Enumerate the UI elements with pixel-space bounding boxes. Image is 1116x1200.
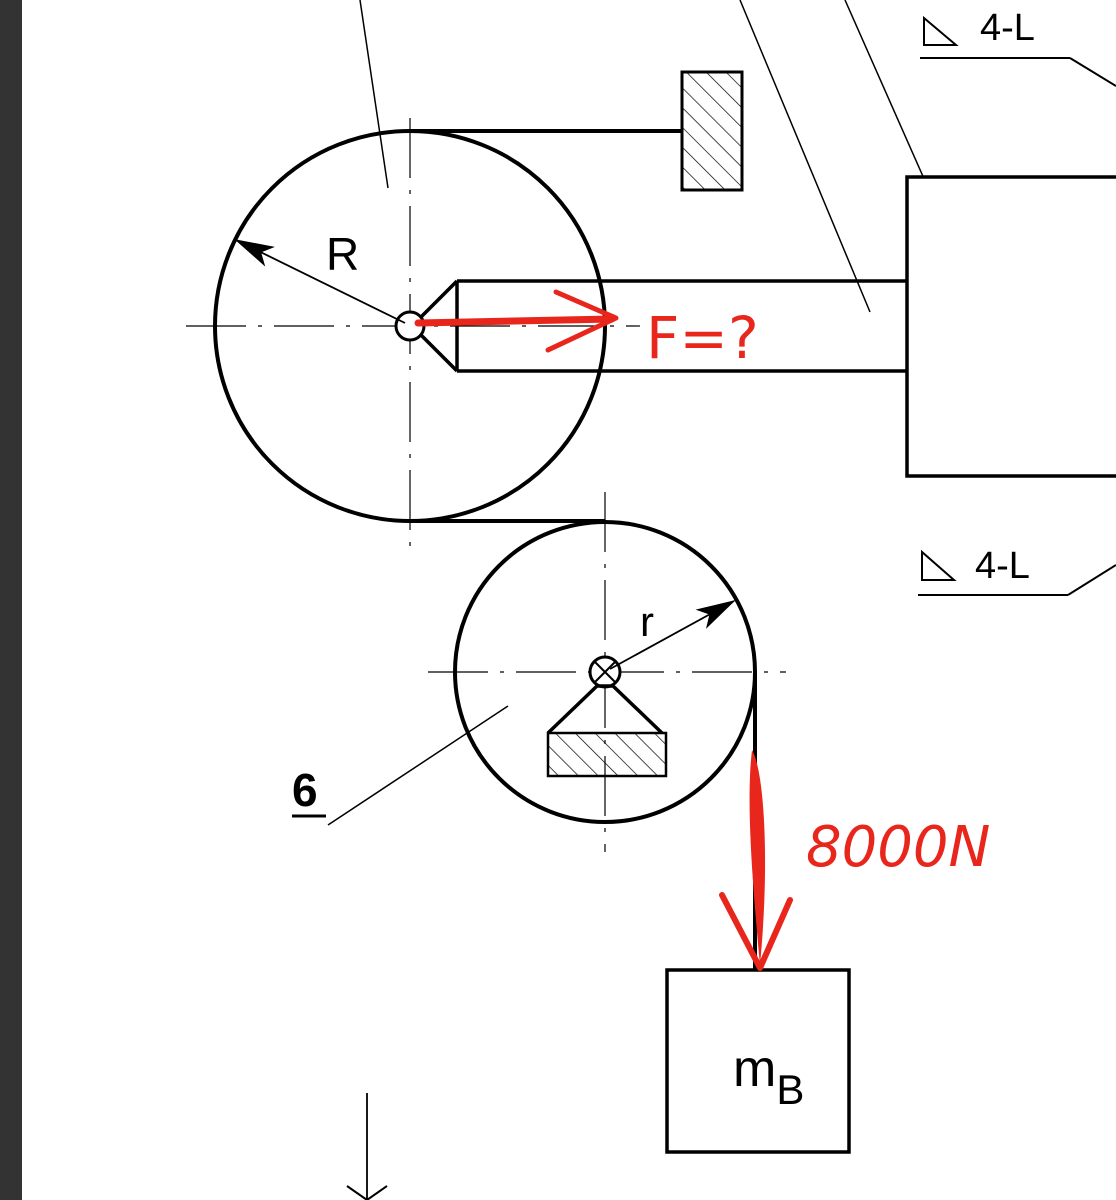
weld-label-top: 4-L bbox=[980, 7, 1035, 49]
load-arrow-line bbox=[749, 750, 766, 965]
window-left-edge bbox=[0, 0, 22, 1200]
radius-label-R: R bbox=[326, 228, 359, 280]
weld-triangle-icon bbox=[921, 549, 957, 581]
force-label: F=? bbox=[646, 304, 759, 372]
radius-R-arrow bbox=[234, 239, 406, 324]
weld-label-bottom: 4-L bbox=[975, 545, 1030, 587]
weld-triangle-icon bbox=[923, 15, 959, 46]
wall-support bbox=[680, 70, 744, 192]
weld-symbol-bottom bbox=[918, 549, 1116, 596]
load-arrow-head bbox=[719, 892, 793, 971]
housing-block bbox=[905, 175, 1116, 478]
leader-line-drum bbox=[359, 0, 389, 189]
force-arrow-line bbox=[414, 315, 616, 327]
leader-line-part-6 bbox=[327, 705, 509, 826]
leader-line-shaft bbox=[739, 0, 871, 313]
bottom-arrow-head bbox=[346, 1185, 388, 1200]
center-lines bbox=[186, 118, 786, 852]
weld-symbol-top bbox=[920, 15, 1116, 87]
mass-label: mB bbox=[733, 1040, 804, 1113]
radius-r-arrow bbox=[609, 600, 736, 670]
shaft bbox=[418, 279, 907, 373]
pulley-support-triangle bbox=[546, 684, 664, 735]
part-number-label: 6 bbox=[292, 764, 318, 816]
load-label: 8000N bbox=[806, 815, 990, 880]
pulley-support-base bbox=[546, 731, 668, 778]
force-arrow-head bbox=[545, 289, 619, 353]
force-annotation: F=? bbox=[414, 289, 759, 372]
leader-lines bbox=[327, 0, 953, 826]
radius-label-r: r bbox=[640, 598, 654, 645]
load-annotation: 8000N bbox=[719, 750, 990, 971]
